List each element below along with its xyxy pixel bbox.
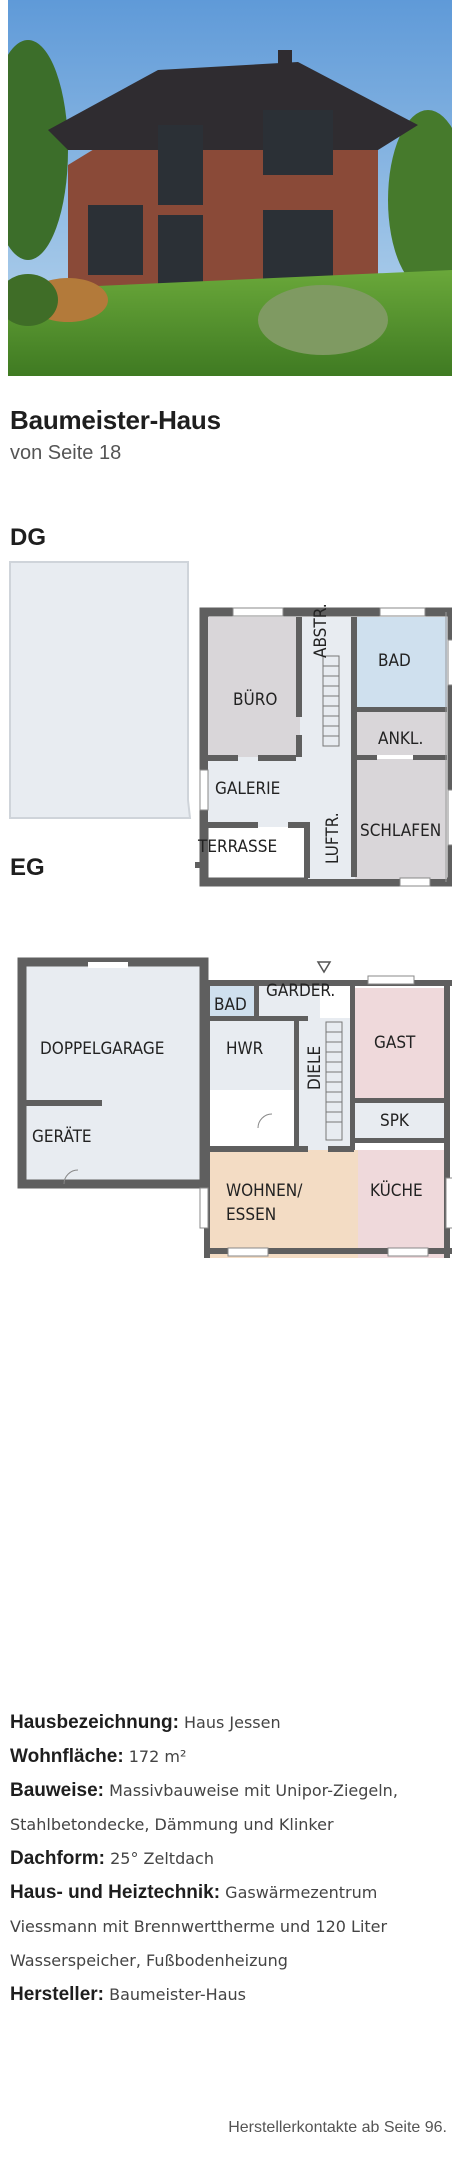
- room-label-luftr: LUFTR.: [323, 812, 343, 864]
- spec-line: Viessmann mit Brennwerttherme und 120 Li…: [10, 1917, 388, 1936]
- room-label-bad-dg: BAD: [378, 651, 411, 671]
- spec-line: Wohnfläche: 172 m²: [10, 1746, 187, 1767]
- room-label-abstr: ABSTR.: [311, 603, 331, 658]
- room-label-diele: DIELE: [305, 1046, 325, 1090]
- room-label-schlafen: SCHLAFEN: [360, 821, 441, 841]
- spec-line: Dachform: 25° Zeltdach: [10, 1848, 214, 1869]
- room-label-geraete: GERÄTE: [32, 1126, 92, 1147]
- house-photo: [8, 0, 452, 376]
- room-label-hwr: HWR: [226, 1039, 264, 1059]
- room-label-buero: BÜRO: [233, 688, 277, 710]
- page-title: Baumeister-Haus: [10, 405, 221, 435]
- room-label-doppelgarage: DOPPELGARAGE: [40, 1039, 164, 1059]
- room-label-ankl: ANKL.: [378, 729, 423, 749]
- room-label-bad-eg: BAD: [214, 995, 247, 1015]
- spec-line: Stahlbetondecke, Dämmung und Klinker: [10, 1815, 334, 1834]
- room-label-wohnen-line2: ESSEN: [226, 1205, 276, 1225]
- spec-line: Wasserspeicher, Fußbodenheizung: [10, 1951, 288, 1970]
- room-label-kueche: KÜCHE: [370, 1179, 423, 1201]
- page-subtitle: von Seite 18: [10, 442, 122, 464]
- floor-plan-eg: DOPPELGARAGE GERÄTE BAD GARDER. HWR DIEL…: [8, 948, 455, 1270]
- footer-note: Herstellerkontakte ab Seite 96.: [228, 2119, 447, 2136]
- room-label-terrasse: TERRASSE: [197, 837, 277, 857]
- spec-line: Bauweise: Massivbauweise mit Unipor-Zieg…: [10, 1780, 398, 1801]
- floor-label-eg: EG: [10, 854, 45, 881]
- spec-list: Hausbezeichnung: Haus Jessen Wohnfläche:…: [10, 1706, 450, 2012]
- room-label-gast: GAST: [374, 1033, 416, 1053]
- spec-line: Haus- und Heiztechnik: Gaswärmezentrum: [10, 1882, 378, 1903]
- room-label-garder: GARDER.: [266, 981, 335, 1001]
- spec-line: Hausbezeichnung: Haus Jessen: [10, 1712, 281, 1733]
- room-label-spk: SPK: [380, 1111, 410, 1131]
- floor-label-dg: DG: [10, 524, 46, 551]
- floor-plan-dg: BÜRO ABSTR. BAD ANKL. GALERIE LUFTR. SCH…: [8, 560, 457, 890]
- room-label-wohnen-line1: WOHNEN/: [226, 1181, 303, 1201]
- room-label-galerie: GALERIE: [215, 779, 280, 799]
- spec-line: Hersteller: Baumeister-Haus: [10, 1984, 246, 2005]
